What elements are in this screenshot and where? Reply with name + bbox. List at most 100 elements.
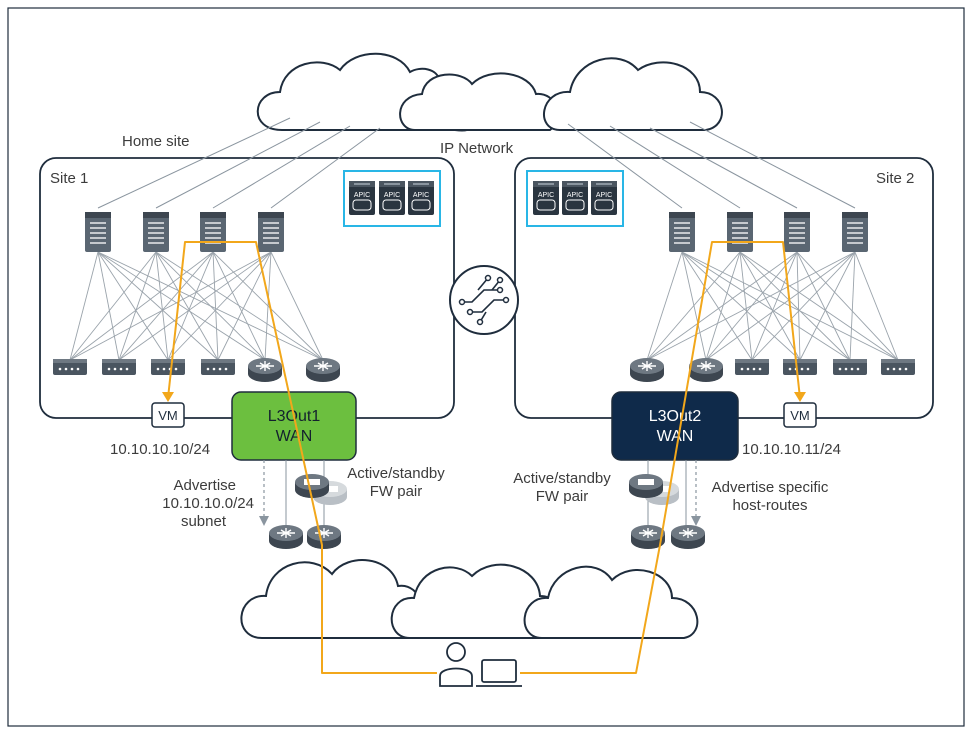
spine-switch-icon	[142, 211, 170, 253]
fabric-link	[69, 251, 157, 361]
fabric-link	[681, 251, 851, 361]
router-icon	[306, 524, 342, 550]
fabric-link	[751, 251, 798, 361]
fabric-link	[739, 251, 801, 361]
fabric-link	[97, 251, 169, 361]
fabric-link	[69, 251, 214, 361]
fabric-link	[212, 251, 219, 361]
fabric-link	[212, 251, 266, 361]
fabric-link	[69, 251, 99, 361]
site1-advertise-line2: 10.10.10.0/24	[162, 495, 254, 512]
site2-fw-line1: Active/standby	[513, 470, 611, 487]
site1-fw-line2: FW pair	[370, 483, 423, 500]
leaf-switch-icon	[881, 359, 915, 375]
fabric-link	[97, 251, 266, 361]
router-icon	[670, 524, 706, 550]
router-icon	[629, 357, 665, 383]
fabric-link	[217, 251, 272, 361]
leaf-switch-icon	[53, 359, 87, 375]
multisite-orchestrator-icon	[449, 265, 519, 335]
site2-fabric-links	[646, 251, 899, 361]
fabric-link	[796, 251, 899, 361]
site2-vm: VM	[783, 402, 817, 428]
apic-label: APIC	[567, 192, 583, 199]
outer-frame	[7, 7, 965, 727]
user-icon	[439, 642, 473, 687]
fabric-link	[69, 251, 272, 361]
fabric-link	[705, 251, 741, 361]
fabric-link	[155, 251, 324, 361]
apic-label: APIC	[596, 192, 612, 199]
fabric-link	[739, 251, 753, 361]
fabric-link	[796, 251, 801, 361]
fabric-link	[155, 251, 266, 361]
site2-fw-line2: FW pair	[536, 488, 589, 505]
site1-fw-line1: Active/standby	[347, 465, 445, 482]
firewall-icon	[629, 474, 663, 498]
leaf-switch-icon	[201, 359, 235, 375]
spine-uplinks	[97, 117, 856, 209]
spine-switch-icon	[841, 211, 869, 253]
fabric-link	[646, 251, 798, 361]
fabric-link	[751, 251, 856, 361]
site1-vm: VM	[151, 402, 185, 428]
l3out1-wan-box: L3Out1 WAN	[231, 391, 357, 461]
fabric-link	[97, 251, 120, 361]
fabric-link	[118, 251, 214, 361]
router-icon	[688, 357, 724, 383]
fabric-link	[646, 251, 683, 361]
fabric-link	[705, 251, 856, 361]
apic-label: APIC	[354, 192, 370, 199]
site1-advertise-line1: Advertise	[173, 477, 236, 494]
fabric-link	[167, 251, 272, 361]
fabric-link	[796, 251, 851, 361]
fabric-link	[739, 251, 851, 361]
fabric-link	[799, 251, 856, 361]
fabric-link	[118, 251, 157, 361]
spine-switch-icon	[84, 211, 112, 253]
site1-advertise-line3: subnet	[181, 513, 227, 530]
site2-vm-ip: 10.10.10.11/24	[742, 441, 841, 458]
fabric-link	[646, 251, 741, 361]
site1-fabric-links	[69, 251, 324, 361]
spine-switch-icon	[783, 211, 811, 253]
fabric-link	[854, 251, 899, 361]
l3out1-subtitle: WAN	[276, 428, 313, 445]
site2-label: Site 2	[876, 170, 914, 187]
leaf-switch-icon	[833, 359, 867, 375]
spine-switch-icon	[726, 211, 754, 253]
l3out2-subtitle: WAN	[657, 428, 694, 445]
apic-label: APIC	[538, 192, 554, 199]
spine-switch-icon	[668, 211, 696, 253]
fabric-link	[681, 251, 801, 361]
laptop-icon	[476, 659, 522, 687]
fabric-link	[739, 251, 899, 361]
home-site-label: Home site	[122, 133, 190, 150]
leaf-switch-icon	[735, 359, 769, 375]
apic-label: APIC	[384, 192, 400, 199]
leaf-switch-icon	[783, 359, 817, 375]
fabric-link	[118, 251, 272, 361]
fabric-link	[270, 251, 324, 361]
traffic-path	[167, 241, 801, 674]
router-icon	[268, 524, 304, 550]
fabric-link	[155, 251, 219, 361]
fabric-link	[155, 251, 169, 361]
site1-vm-ip: 10.10.10.10/24	[110, 441, 210, 458]
vm-label: VM	[790, 408, 810, 423]
apic-label: APIC	[413, 192, 429, 199]
fabric-link	[681, 251, 753, 361]
ip-network-cloud-icon	[256, 52, 723, 132]
site2-apic-cluster: APIC APIC APIC	[526, 170, 624, 227]
site2-advertise-line1: Advertise specific	[712, 479, 829, 496]
spine-switch-icon	[257, 211, 285, 253]
site1-label: Site 1	[50, 170, 88, 187]
l3out2-wan-box: L3Out2 WAN	[611, 391, 739, 461]
fabric-link	[97, 251, 219, 361]
leaf-switch-icon	[151, 359, 185, 375]
fabric-link	[849, 251, 856, 361]
spine-switch-icon	[199, 211, 227, 253]
site1-apic-cluster: APIC APIC APIC	[343, 170, 441, 227]
fabric-link	[646, 251, 856, 361]
